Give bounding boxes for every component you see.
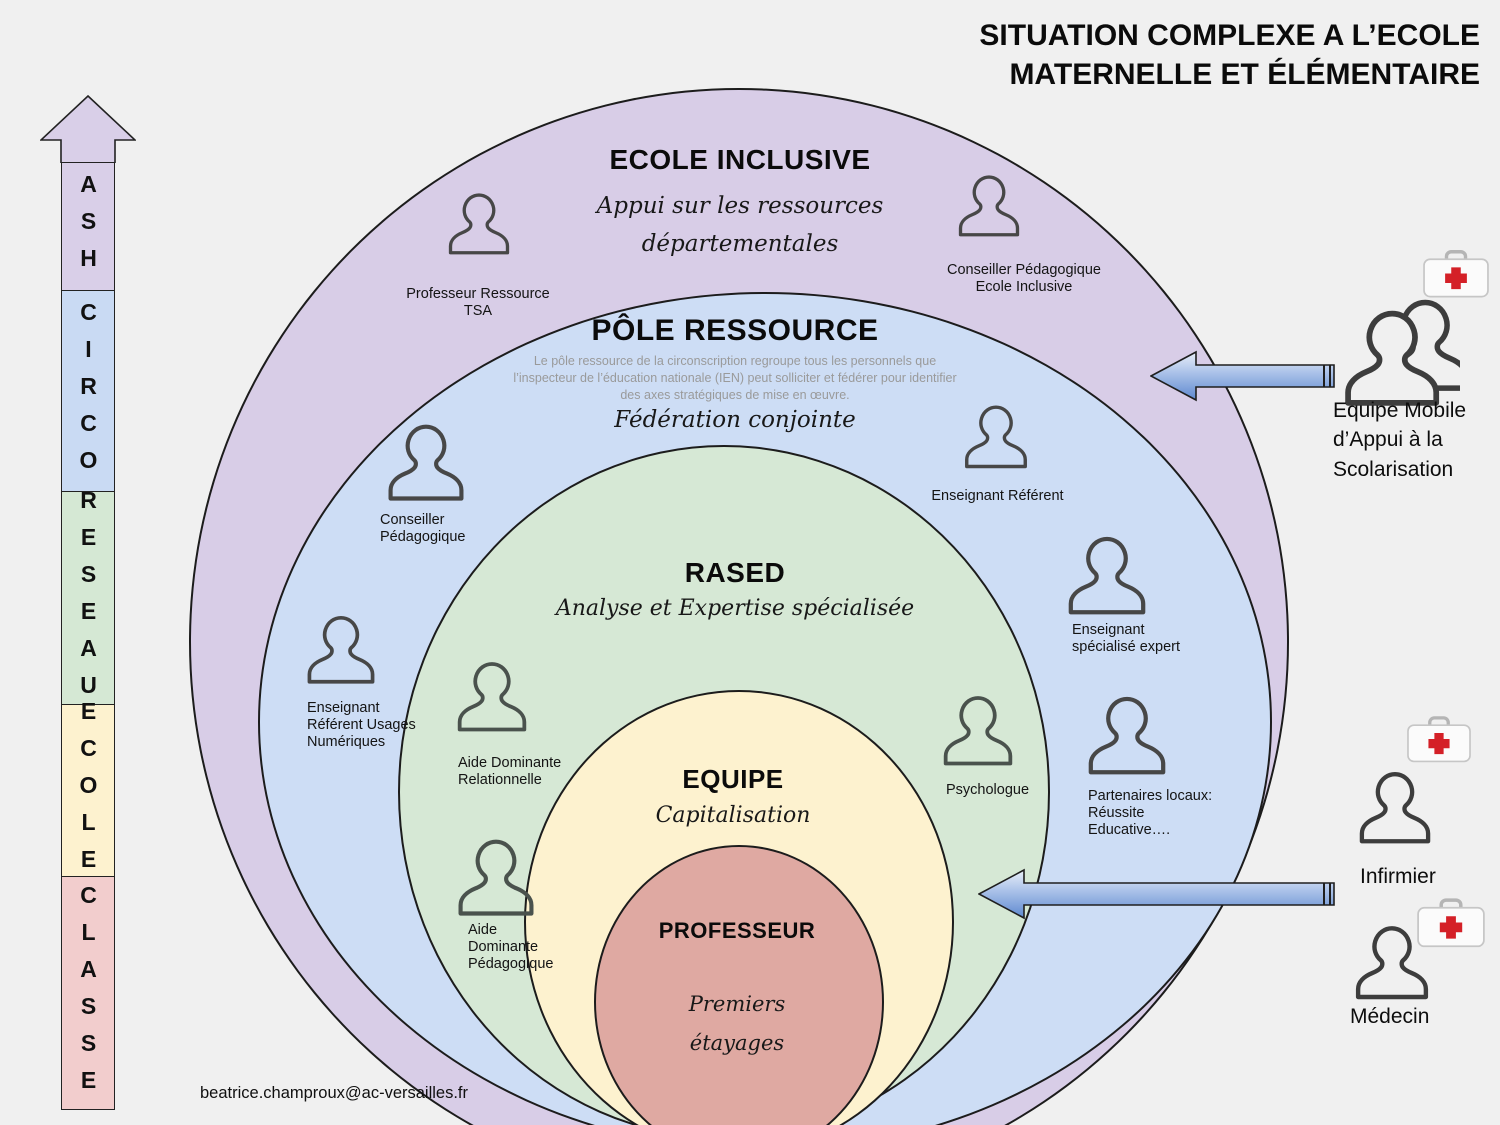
- professeur-subtitle: Premiers étayages: [688, 992, 786, 1055]
- pole-ressource-description: Le pôle ressource de la circonscription …: [513, 354, 957, 402]
- person-icon: [457, 662, 527, 732]
- segment-label: RESEAU: [75, 487, 102, 709]
- person-icon: [1060, 530, 1154, 624]
- first-aid-kit-icon: [1407, 716, 1471, 763]
- left-arrow-icon: [978, 868, 1335, 920]
- scale-segment-reseau: RESEAU: [61, 487, 115, 709]
- person-icon: [1352, 766, 1438, 852]
- person-icon: [965, 405, 1027, 469]
- pole-ressource-subtitle: Fédération conjointe: [614, 407, 856, 433]
- person-icon: [380, 418, 472, 510]
- contact-email: beatrice.champroux@ac-versailles.fr: [200, 1084, 469, 1102]
- equipe-mobile-label: Equipe Mobile d’Appui à la Scolarisation: [1333, 399, 1467, 481]
- person-label: Conseiller Pédagogique: [380, 512, 466, 546]
- medecin-label: Médecin: [1350, 1005, 1430, 1028]
- person-label: Conseiller Pédagogique Ecole Inclusive: [947, 262, 1101, 296]
- scale-segment-classe: CLASSE: [61, 876, 115, 1110]
- up-arrow-icon: [40, 95, 136, 163]
- person-label: Psychologue: [945, 782, 1030, 798]
- segment-label: ASH: [75, 171, 102, 282]
- rased-title: RASED: [684, 557, 786, 588]
- rased-subtitle: Analyse et Expertise spécialisée: [555, 596, 915, 621]
- scale-segment-circo: CIRCO: [61, 289, 115, 493]
- person-label: Enseignant Référent Usages Numériques: [307, 700, 416, 751]
- person-label: Partenaires locaux: Réussite Educative….: [1088, 788, 1213, 839]
- ecole-inclusive-title: ECOLE INCLUSIVE: [609, 144, 871, 175]
- person-icon: [448, 193, 510, 255]
- person-label: Aide Dominante Relationnelle: [458, 755, 562, 789]
- person-icon: [307, 615, 375, 684]
- equipe-title: EQUIPE: [682, 764, 784, 794]
- professeur-title: PROFESSEUR: [658, 918, 816, 943]
- person-icon: [450, 833, 542, 925]
- pole-ressource-title: PÔLE RESSOURCE: [591, 314, 879, 347]
- segment-label: ECOLE: [75, 698, 102, 883]
- person-icon: [958, 175, 1020, 237]
- ecole-inclusive-subtitle: Appui sur les ressources départementales: [596, 193, 884, 257]
- infirmier-label: Infirmier: [1360, 865, 1436, 888]
- page-title: SITUATION COMPLEXE A L’ECOLE MATERNELLE …: [979, 19, 1480, 91]
- scale-segment-ecole: ECOLE: [61, 698, 115, 883]
- equipe-subtitle: Capitalisation: [655, 803, 811, 828]
- person-label: Enseignant Référent: [931, 488, 1064, 504]
- segment-label: CLASSE: [75, 882, 102, 1104]
- first-aid-kit-icon: [1417, 898, 1485, 948]
- person-label: Professeur Ressource TSA: [406, 286, 550, 320]
- person-label: Enseignant spécialisé expert: [1072, 622, 1180, 656]
- ring-professeur: [594, 845, 884, 1125]
- scale-segment-ash: ASH: [61, 162, 115, 291]
- segment-label: CIRCO: [75, 298, 102, 484]
- first-aid-kit-icon: [1423, 250, 1489, 298]
- person-icon: [1080, 690, 1174, 784]
- person-icon: [943, 696, 1013, 766]
- person-label: Aide Dominante Pédagogique: [468, 922, 554, 973]
- left-arrow-icon: [1150, 350, 1335, 402]
